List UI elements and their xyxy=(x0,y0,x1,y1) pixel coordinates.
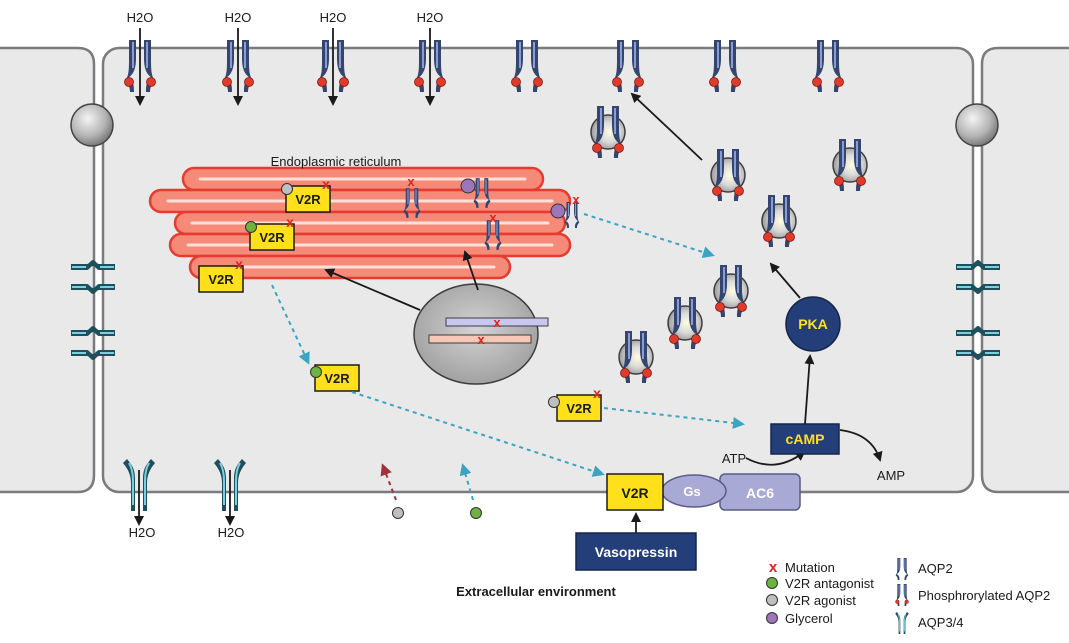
legend-antagonist-label: V2R antagonist xyxy=(785,576,874,591)
agonist-signal-dashed-arrow xyxy=(603,407,745,429)
legend-mutation-label: Mutation xyxy=(785,560,835,575)
water-label-top-1: H2O xyxy=(127,10,154,25)
v2r-trafficking-dashed-arrow xyxy=(271,284,310,365)
antagonist-entry-dashed-arrow xyxy=(459,463,474,501)
camp-activates-pka-arrow xyxy=(804,354,815,425)
legend-antagonist-icon xyxy=(766,577,778,589)
legend-aqp34-icon xyxy=(894,611,910,635)
pka-label: PKA xyxy=(798,316,828,332)
membrane-v2r xyxy=(606,473,664,511)
v2r-antagonist-dot xyxy=(310,366,322,378)
mutation-mark: x xyxy=(489,210,497,225)
v2r-agonist-dot xyxy=(281,183,293,195)
camp-label: cAMP xyxy=(786,431,825,447)
v2r-agonist-dot xyxy=(392,507,404,519)
er-label: Endoplasmic reticulum xyxy=(271,154,402,169)
legend-glycerol-label: Glycerol xyxy=(785,611,833,626)
pka-circle xyxy=(785,296,841,352)
right-neighbor-cell xyxy=(980,46,1069,494)
gs-label: Gs xyxy=(683,484,700,499)
transcription-arrow-v2r xyxy=(324,268,421,311)
mutation-mark: x xyxy=(235,256,243,272)
mutation-mark: x xyxy=(493,315,501,330)
junction-sphere-left xyxy=(70,103,114,147)
v2r-antagonist-dot xyxy=(470,507,482,519)
mutation-mark: x xyxy=(593,385,601,401)
camp-degradation-arrow xyxy=(839,429,883,462)
atp-label: ATP xyxy=(722,451,746,466)
pka-phosphorylation-arrow xyxy=(769,262,801,299)
cytoplasm-v2r-agonist-bound: V2R x xyxy=(548,385,602,422)
vesicle-fusion-arrow xyxy=(630,92,703,161)
junction-sphere-right xyxy=(955,103,999,147)
water-label-bottom-2: H2O xyxy=(218,525,245,540)
er-v2r-antagonist-bound: V2R x xyxy=(245,214,295,251)
legend-aqp2-icon xyxy=(895,558,909,580)
cytoplasm-v2r-antagonist-bound: V2R xyxy=(310,364,360,392)
cytoplasm-v2r-agonist-bound-label: V2R xyxy=(566,401,592,416)
nucleus xyxy=(413,283,539,385)
legend-agonist-label: V2R agonist xyxy=(785,593,856,608)
glycerol-dot xyxy=(460,178,476,194)
mutation-mark: x xyxy=(407,174,415,189)
legend-aqp34-label: AQP3/4 xyxy=(918,615,964,630)
gene-v2r xyxy=(428,334,532,344)
v2r-antagonist-dot xyxy=(245,221,257,233)
agonist-entry-dashed-arrow xyxy=(380,463,397,501)
gene-aqp2 xyxy=(445,317,549,327)
legend-agonist-icon xyxy=(766,594,778,606)
glycerol-dot xyxy=(550,203,566,219)
water-label-top-2: H2O xyxy=(225,10,252,25)
atp-conversion-arrow xyxy=(745,450,806,466)
legend-phospho-aqp2-label: Phosphrorylated AQP2 xyxy=(918,588,1050,603)
extracellular-label: Extracellular environment xyxy=(456,584,616,599)
camp-box xyxy=(770,423,840,455)
water-label-top-4: H2O xyxy=(417,10,444,25)
er-v2r-mutant-label: V2R xyxy=(208,272,234,287)
transcription-arrow-aqp2 xyxy=(462,250,479,291)
amp-label: AMP xyxy=(877,468,905,483)
er-v2r-antagonist-bound-label: V2R xyxy=(259,230,285,245)
mutation-mark: x xyxy=(286,214,294,230)
mutation-mark: x xyxy=(572,192,580,207)
left-neighbor-cell xyxy=(0,46,96,494)
mutation-mark: x xyxy=(322,176,330,192)
water-label-top-3: H2O xyxy=(320,10,347,25)
membrane-v2r-label: V2R xyxy=(621,485,648,501)
aqp2-trafficking-dashed-arrow xyxy=(583,213,715,258)
legend-glycerol-icon xyxy=(766,612,778,624)
vasopressin-label: Vasopressin xyxy=(595,544,678,560)
er-v2r-mutant: V2R x xyxy=(198,256,244,293)
water-label-bottom-1: H2O xyxy=(129,525,156,540)
v2r-agonist-dot xyxy=(548,396,560,408)
mutation-mark: x xyxy=(477,332,485,347)
legend-phospho-aqp2-icon xyxy=(895,584,908,606)
cytoplasm-v2r-antagonist-bound-label: V2R xyxy=(324,371,350,386)
v2r-to-membrane-dashed-arrow xyxy=(351,391,605,477)
legend-aqp2-label: AQP2 xyxy=(918,561,953,576)
ac6-label: AC6 xyxy=(746,485,774,501)
legend: x Mutation V2R antagonist V2R agonist Gl… xyxy=(766,558,1050,635)
legend-mutation-icon: x xyxy=(769,559,778,576)
er-v2r-agonist-bound: V2R x xyxy=(281,176,331,213)
er-v2r-agonist-bound-label: V2R xyxy=(295,192,321,207)
